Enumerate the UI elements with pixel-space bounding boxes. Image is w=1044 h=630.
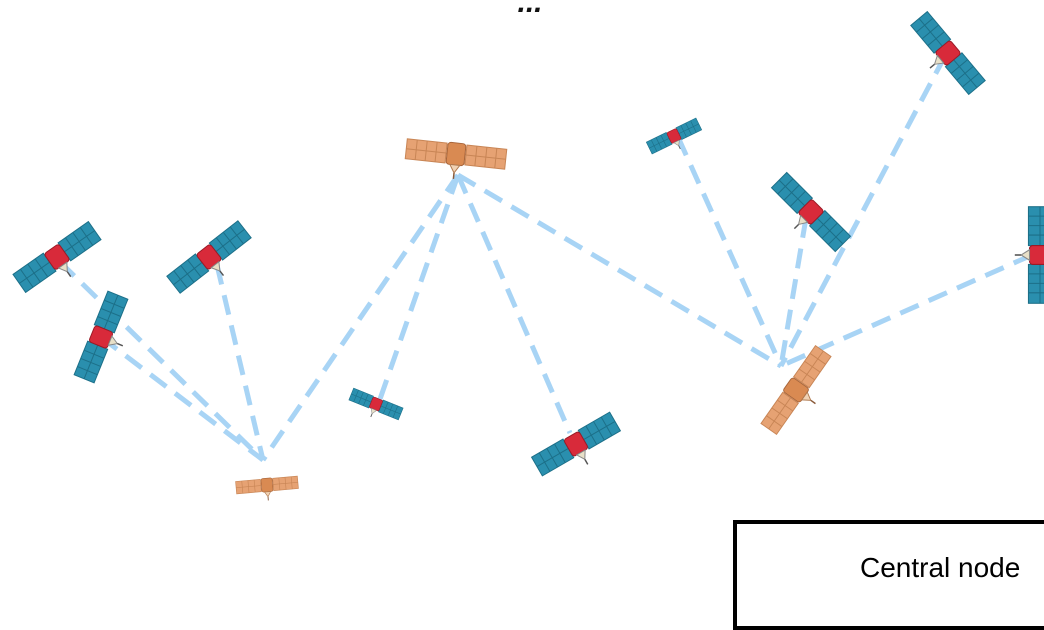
link-line: [260, 173, 461, 462]
link-line: [376, 174, 461, 403]
satellite-icon: [73, 290, 141, 389]
network-diagram: [12, 10, 1044, 613]
satellite-icon: [165, 219, 260, 305]
link-line: [456, 172, 783, 369]
link-line: [779, 252, 1034, 369]
satellite-icon: [761, 171, 852, 262]
satellite-icon: [345, 387, 404, 428]
links-layer: [58, 54, 1034, 462]
legend-label: Central node: [860, 552, 1021, 583]
legend-box: [733, 520, 1044, 630]
link-line: [675, 135, 784, 368]
satellite-icon: [12, 220, 110, 305]
central-node-satellite-icon: [759, 344, 844, 444]
link-line: [778, 54, 948, 368]
link-line: [778, 217, 809, 367]
link-line: [214, 264, 266, 461]
link-line: [58, 260, 265, 462]
central-node-satellite-icon: [235, 475, 300, 504]
satellite-icon: [1013, 205, 1044, 305]
satellite-icon: [645, 117, 706, 162]
satellite-icon: [900, 10, 987, 104]
link-line: [455, 174, 573, 434]
diagram-title: ...: [517, 0, 543, 19]
link-line: [99, 335, 265, 462]
nodes-layer: [12, 10, 1044, 504]
satellite-icon: [530, 411, 628, 488]
